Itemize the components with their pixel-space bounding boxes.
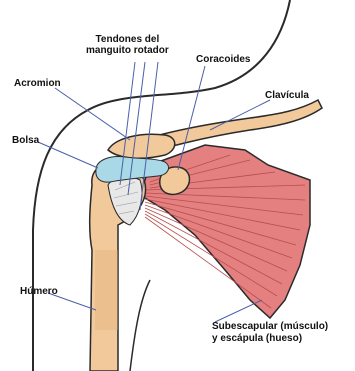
label-acromion: Acromion	[14, 78, 61, 89]
label-tendones-line1: Tendones del	[86, 34, 169, 45]
acromion-bone	[108, 134, 175, 158]
label-humero: Húmero	[20, 286, 58, 297]
label-subescapular-line1: Subescapular (músculo)	[212, 321, 328, 333]
label-clavicula: Clavícula	[265, 90, 309, 101]
armpit-outline	[130, 280, 150, 371]
label-coracoides: Coracoides	[196, 54, 250, 65]
label-tendones: Tendones del manguito rotador	[86, 34, 169, 56]
leader-acromion	[55, 88, 130, 140]
label-tendones-line2: manguito rotador	[86, 45, 169, 56]
leader-subescapular	[215, 300, 262, 322]
humerus-shade	[95, 250, 118, 330]
label-subescapular-line2: y escápula (hueso)	[212, 333, 328, 345]
label-subescapular: Subescapular (músculo) y escápula (hueso…	[212, 321, 328, 345]
label-bolsa: Bolsa	[12, 135, 39, 146]
